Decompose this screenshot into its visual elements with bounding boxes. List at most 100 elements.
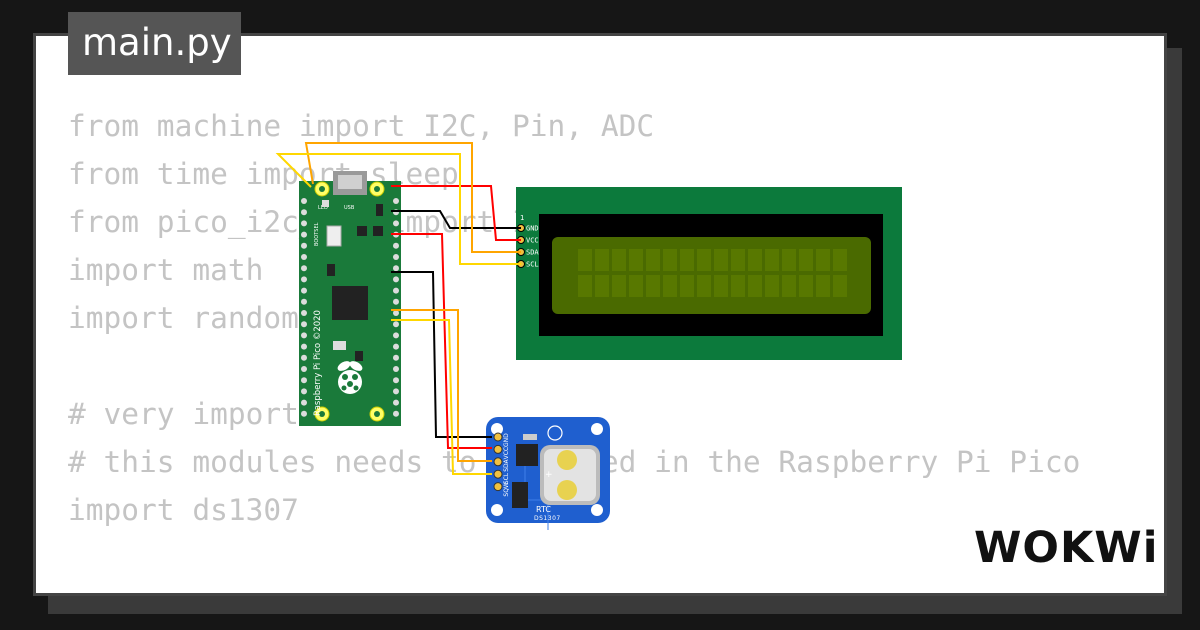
lcd-pin-label: SCL xyxy=(526,261,539,269)
rtc-pin xyxy=(493,469,503,479)
pico-pin xyxy=(301,310,307,316)
lcd-cell xyxy=(646,249,660,271)
pico-pin xyxy=(301,287,307,294)
lcd-cell xyxy=(782,249,796,271)
raspberry-logo-icon xyxy=(337,361,363,394)
pico-pin xyxy=(393,388,399,395)
pico-pin xyxy=(301,366,307,372)
lcd-cell xyxy=(629,275,643,297)
pico-pin xyxy=(393,321,399,328)
pico-pin xyxy=(393,298,399,305)
pico-bootsel-label: BOOTSEL xyxy=(314,222,320,246)
lcd-cell xyxy=(697,249,711,271)
pico-pin-holes xyxy=(301,198,399,417)
lcd-cell xyxy=(629,249,643,271)
pico-pin xyxy=(393,198,399,204)
lcd-cell xyxy=(833,249,847,271)
pico-pin xyxy=(393,220,399,227)
code-line: # I2C Initialization xyxy=(68,589,423,593)
pico-pin xyxy=(393,265,399,272)
wire-sda-lcd xyxy=(304,142,521,253)
wire-gnd-rtc xyxy=(391,271,492,438)
lcd-cell xyxy=(816,249,830,271)
lcd-cell xyxy=(714,275,728,297)
rtc-pin-label: SDA xyxy=(503,458,510,471)
lcd-character-cells xyxy=(578,249,847,297)
pico-pin xyxy=(393,399,399,406)
lcd-cell xyxy=(578,275,592,297)
pico-pin xyxy=(393,343,399,350)
pico-pin xyxy=(393,410,399,417)
lcd-cell xyxy=(799,275,813,297)
pico-pin xyxy=(301,388,307,395)
pico-led-label: LED xyxy=(318,205,328,211)
lcd-cell xyxy=(748,249,762,271)
raspberry-pi-pico[interactable]: LED USB BOOTSEL Raspberry Pi Pico ©2020 xyxy=(299,171,401,426)
lcd-cell xyxy=(612,249,626,271)
lcd-pin-label: GND xyxy=(526,225,539,233)
pico-pin xyxy=(393,254,399,260)
pico-pin xyxy=(393,377,399,384)
pico-pin xyxy=(393,242,399,249)
pico-pin xyxy=(393,366,399,372)
code-line: from time import sleep xyxy=(68,157,459,191)
svg-text:+: + xyxy=(545,470,553,480)
rtc-pin xyxy=(493,432,503,442)
rtc-pin xyxy=(493,482,503,492)
rtc-pin xyxy=(493,444,503,454)
pico-pin xyxy=(301,209,307,216)
lcd-pin-label: VCC xyxy=(526,237,539,245)
lcd-cell xyxy=(612,275,626,297)
lcd-cell xyxy=(646,275,660,297)
rtc-pin xyxy=(493,457,503,467)
pico-pin xyxy=(393,310,399,316)
code-line: import random xyxy=(68,301,299,335)
code-line: import math xyxy=(68,253,264,287)
pico-pin xyxy=(301,354,307,361)
file-tab[interactable]: main.py xyxy=(68,12,241,75)
lcd-cell xyxy=(782,275,796,297)
pico-pin xyxy=(301,276,307,283)
lcd-cell xyxy=(714,249,728,271)
lcd-cell xyxy=(578,249,592,271)
pico-pin xyxy=(301,377,307,384)
lcd-cell xyxy=(765,275,779,297)
pico-pin xyxy=(393,354,399,361)
wire-vcc-rtc xyxy=(391,233,492,449)
wire-scl-rtc xyxy=(391,319,492,475)
pico-usb-label: USB xyxy=(344,205,355,211)
rtc-chip-label: DS1307 xyxy=(534,515,561,522)
wire-scl-lcd xyxy=(275,153,521,265)
pico-pin xyxy=(301,343,307,350)
lcd-cell xyxy=(663,249,677,271)
wokwi-logo: WOKWi xyxy=(974,523,1159,573)
pico-led-icon xyxy=(322,200,329,207)
rtc-pin-label: VCC xyxy=(503,447,510,459)
pico-board-label: Raspberry Pi Pico ©2020 xyxy=(313,310,323,416)
lcd-pin1-marker: 1 xyxy=(520,214,524,222)
lcd-cell xyxy=(748,275,762,297)
rtc-pin-label: SCL xyxy=(503,472,510,484)
pico-pin xyxy=(301,332,307,339)
pico-pin xyxy=(301,254,307,260)
pico-pin xyxy=(301,410,307,417)
file-tab-label: main.py xyxy=(82,21,232,64)
lcd-cell xyxy=(731,249,745,271)
rtc-pin-label: GND xyxy=(503,433,510,447)
code-editor[interactable]: from machine import I2C, Pin, ADC from t… xyxy=(68,102,1080,593)
rtc-label: RTC xyxy=(536,505,551,514)
pico-pin xyxy=(393,332,399,339)
wire-sda-rtc xyxy=(391,309,492,462)
pico-pin xyxy=(301,265,307,272)
pico-pin xyxy=(301,298,307,305)
lcd-cell xyxy=(765,249,779,271)
pico-pin xyxy=(393,287,399,294)
lcd-cell xyxy=(697,275,711,297)
lcd-cell xyxy=(680,275,694,297)
wire-vcc-lcd xyxy=(391,185,521,241)
rtc-pin-label: SQW xyxy=(503,482,510,497)
